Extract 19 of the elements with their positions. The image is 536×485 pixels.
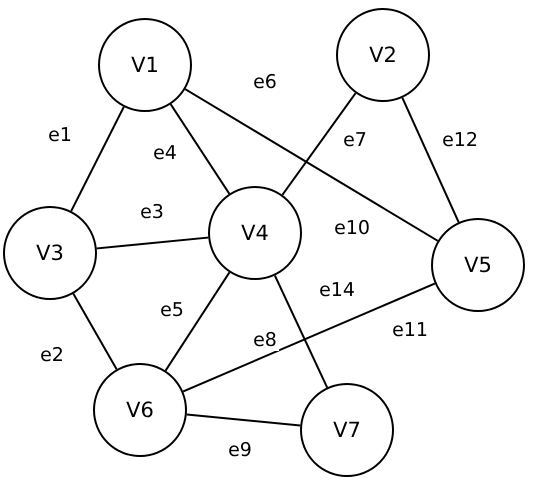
- edge-line: [274, 275, 328, 388]
- edge-line: [182, 282, 436, 392]
- edge-line: [184, 88, 438, 242]
- edge-line: [282, 92, 356, 196]
- edge-line: [96, 236, 208, 250]
- edge-line: [401, 97, 460, 223]
- edge-line: [186, 414, 300, 426]
- vertex-circle: V3: [3, 206, 97, 300]
- vertex-circle: V5: [431, 218, 525, 312]
- edge-line: [70, 106, 125, 212]
- edge-line: [164, 272, 230, 372]
- edge-line: [170, 104, 230, 194]
- vertex-circle: V6: [93, 363, 187, 457]
- edge-label: e8: [251, 329, 279, 351]
- vertex-circle: V7: [300, 383, 394, 477]
- vertex-circle: V2: [336, 8, 430, 102]
- vertex-circle: V4: [208, 186, 302, 280]
- vertex-circle: V1: [98, 18, 192, 112]
- edge-line: [72, 293, 118, 370]
